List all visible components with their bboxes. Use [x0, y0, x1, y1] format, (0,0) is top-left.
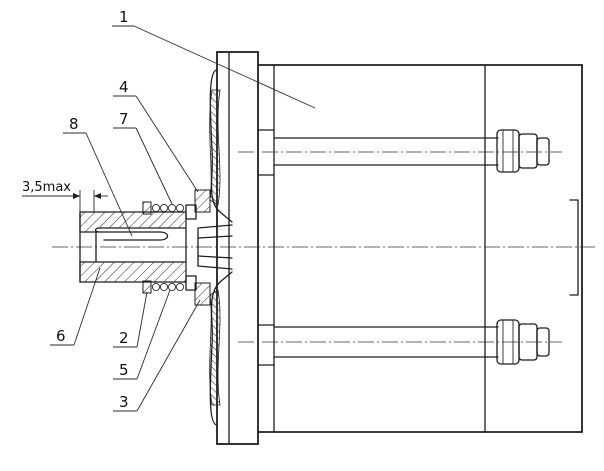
label-5: 5: [119, 361, 129, 379]
coupling-sleeve: [79, 211, 187, 283]
seal-cover: [209, 69, 233, 426]
leader-2: 2: [113, 291, 148, 348]
flange-plate: [216, 51, 259, 445]
leader-7: 7: [113, 110, 173, 205]
tie-rod-lower: [273, 319, 550, 365]
label-8: 8: [69, 115, 79, 133]
dimension-marker: 3,5max: [22, 180, 108, 212]
leader-1: 1: [112, 8, 316, 109]
label-3: 3: [119, 393, 129, 411]
label-2: 2: [119, 329, 129, 347]
spring-upper: [151, 203, 185, 213]
leader-3: 3: [113, 299, 201, 412]
center-lines: [52, 151, 595, 343]
label-7: 7: [119, 110, 129, 128]
shaft: [197, 224, 233, 270]
leader-8: 8: [63, 115, 133, 237]
leader-6: 6: [50, 267, 101, 346]
spring-lower: [151, 282, 185, 292]
seal-ring: [185, 189, 211, 306]
label-6: 6: [56, 327, 66, 345]
tie-rod-upper: [273, 129, 550, 173]
dimension-text: 3,5max: [22, 180, 71, 195]
leader-5: 5: [113, 289, 171, 380]
housing-body: [257, 64, 583, 433]
leader-4: 4: [113, 78, 199, 193]
label-1: 1: [119, 8, 129, 26]
label-4: 4: [119, 78, 129, 96]
